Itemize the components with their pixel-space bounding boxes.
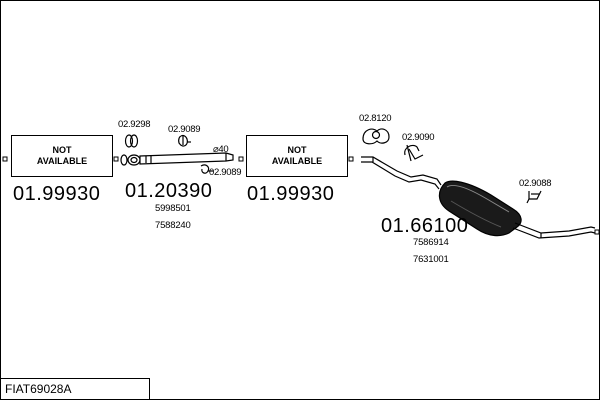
small-part-label: 02.9090: [402, 132, 435, 143]
front-pipe: [120, 152, 234, 166]
not-available-box-2: NOT AVAILABLE: [246, 135, 348, 177]
diagram-id: FIAT69028A: [1, 378, 150, 399]
part-number-section-3: 01.99930: [247, 183, 335, 205]
part-number-section-1: 01.99930: [13, 183, 101, 205]
diameter-label: ⌀40: [213, 144, 229, 155]
small-part-label: 02.9089: [209, 167, 242, 178]
part-number-section-4: 01.66100: [381, 215, 469, 237]
oem-ref: 7588240: [155, 220, 191, 231]
edge-connector: [2, 156, 8, 162]
hanger-02-9090: [404, 144, 424, 162]
small-part-label: 02.8120: [359, 113, 392, 124]
small-part-label: 02.9089: [168, 124, 201, 135]
hanger-02-9088: [526, 190, 542, 204]
small-part-label: 02.9088: [519, 178, 552, 189]
rear-silencer: [438, 180, 522, 237]
edge-connector: [348, 156, 354, 162]
oem-ref: 7631001: [413, 254, 449, 265]
oem-ref: 5998501: [155, 203, 191, 214]
small-part-label: 02.9298: [118, 119, 151, 130]
rear-pipe: [361, 156, 442, 190]
clamp-02-9089-lower: [200, 164, 213, 174]
tail-pipe: [512, 222, 596, 239]
not-available-box-1: NOT AVAILABLE: [11, 135, 113, 177]
part-number-section-2: 01.20390: [125, 180, 213, 202]
edge-connector: [594, 229, 600, 235]
oem-ref: 7586914: [413, 237, 449, 248]
hanger-02-8120: [362, 128, 390, 145]
clamp-02-9089-top: [178, 134, 191, 147]
edge-connector: [238, 156, 244, 162]
edge-connector: [113, 156, 119, 162]
ring-02-9298: [124, 134, 139, 148]
